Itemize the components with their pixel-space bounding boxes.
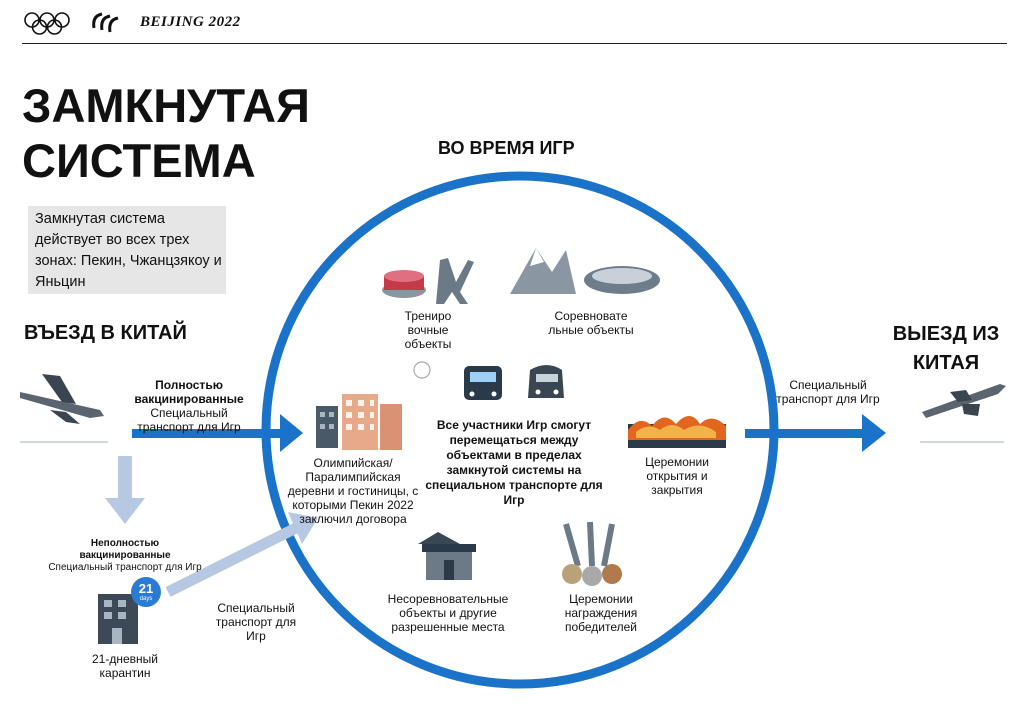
- arrival-plane-icon: [20, 374, 108, 443]
- info-note: Замкнутая система действует во всех трех…: [28, 206, 226, 294]
- quarantine-badge-sub: days: [139, 596, 153, 602]
- entry-arrow: [132, 414, 303, 452]
- medals-icon: [562, 521, 622, 586]
- unvaccinated-transport-label: Специальный транспорт для Игр: [48, 562, 202, 573]
- olympic-rings-icon: [24, 12, 70, 35]
- down-arrow: [105, 456, 145, 524]
- center-statement: Все участники Игр смогут перемещаться ме…: [425, 418, 603, 507]
- exit-heading: ВЫЕЗД ИЗ КИТАЯ: [888, 320, 1004, 378]
- villages-label: Олимпийская/Паралимпийская деревни и гос…: [287, 456, 419, 526]
- exit-transport-label: Специальный транспорт для Игр: [776, 378, 880, 406]
- title-line-2: СИСТЕМА: [22, 134, 256, 187]
- quarantine-building-icon: [98, 577, 161, 644]
- header-divider: [22, 43, 1007, 44]
- exit-heading-line-2: КИТАЯ: [912, 352, 980, 374]
- unvaccinated-label: Неполностью вакцинированные: [79, 538, 171, 561]
- departure-plane-icon: [920, 384, 1006, 443]
- vaccinated-transport-label: Специальный транспорт для Игр: [137, 406, 241, 434]
- exit-arrow: [745, 414, 886, 452]
- mountain-icon: [510, 248, 576, 294]
- quarantine-transport-label: Специальный транспорт для Игр: [215, 601, 297, 643]
- vaccinated-label: Полностью вакцинированные: [134, 378, 244, 406]
- competition-venues-label: Соревновате льные объекты: [548, 309, 634, 337]
- temple-building-icon: [418, 532, 476, 580]
- small-ring-icon: [413, 361, 431, 379]
- training-venues-label: Трениро вочные объекты: [404, 309, 452, 351]
- ceremonies-label: Церемонии открытия и закрытия: [645, 455, 709, 497]
- title-line-1: ЗАМКНУТАЯ: [22, 79, 310, 132]
- quarantine-badge: 21 days: [131, 581, 161, 603]
- quarantine-to-village-arrow: [165, 512, 318, 597]
- vaccinated-block: Полностью вакцинированные Специальный тр…: [124, 378, 254, 434]
- exit-heading-line-1: ВЫЕЗД ИЗ: [892, 323, 1000, 345]
- quarantine-badge-number: 21: [138, 581, 154, 596]
- entry-heading: ВЪЕЗД В КИТАЙ: [24, 322, 187, 344]
- medal-ceremonies-label: Церемонии награждения победителей: [564, 592, 638, 634]
- train-icon: [528, 365, 564, 398]
- non-competition-label: Несоревновательные объекты и другие разр…: [387, 592, 509, 634]
- ceremony-fireworks-icon: [628, 416, 726, 448]
- skater-icon: [436, 258, 474, 304]
- during-heading: ВО ВРЕМЯ ИГР: [438, 138, 575, 158]
- paralympic-agitos-icon: [92, 12, 119, 33]
- brand-logo-text: BEIJING 2022: [140, 14, 241, 30]
- header: BEIJING 2022: [0, 0, 1024, 44]
- quarantine-label: 21-дневный карантин: [92, 652, 158, 680]
- bus-icon: [464, 366, 502, 400]
- village-buildings-icon: [316, 394, 402, 450]
- stadium-icon: [584, 266, 660, 294]
- curling-stone-icon: [382, 270, 426, 298]
- unvaccinated-block: Неполностью вакцинированные Специальный …: [40, 538, 210, 574]
- page-title: ЗАМКНУТАЯ СИСТЕМА: [22, 78, 310, 188]
